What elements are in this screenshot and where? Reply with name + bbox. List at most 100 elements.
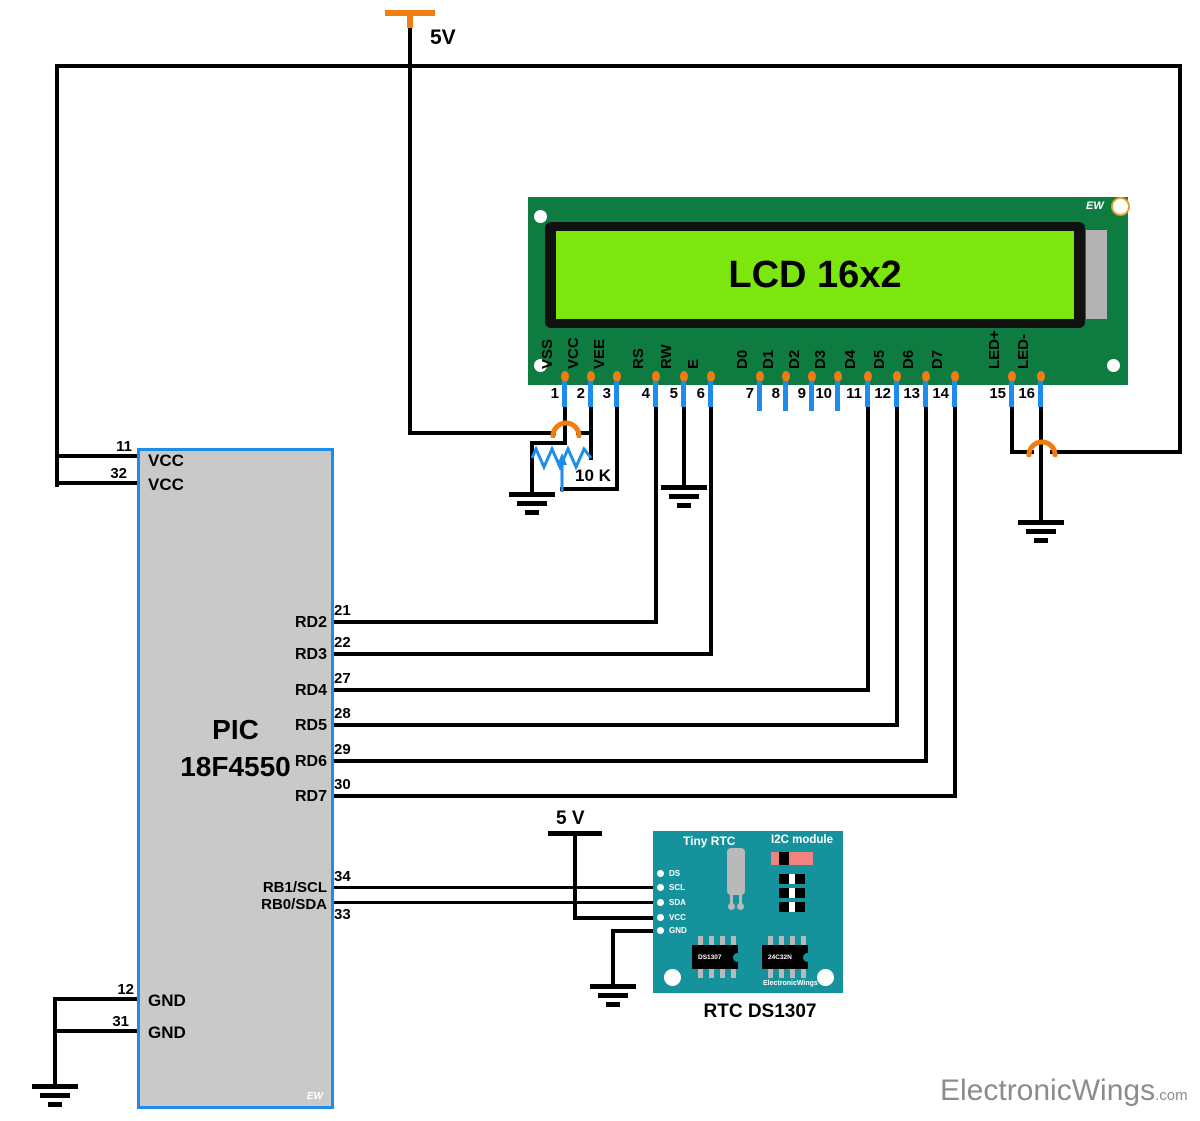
wire-rd6-h [328, 759, 928, 763]
lcd-title: LCD 16x2 [728, 253, 902, 296]
wire-ledplus-h1 [1012, 450, 1034, 454]
label-pot-value: 10 K [575, 466, 611, 485]
wire-e-v [709, 407, 713, 656]
pic-pin-number: 30 [334, 776, 351, 793]
ic-pin [709, 936, 714, 945]
pic-pin-label: RD4 [294, 682, 327, 699]
pic-pin-number: 11 [116, 438, 132, 455]
pic-pin-label: RD2 [294, 614, 327, 631]
pin-node-icon [808, 371, 816, 382]
lcd-pin-label: VEE [591, 338, 608, 369]
lcd-pin-label: VSS [539, 338, 556, 369]
pin-stub [809, 381, 814, 411]
crystal-leg [730, 893, 733, 906]
wire-rd5-h [328, 723, 899, 727]
pic-pin-label: GND [148, 1023, 186, 1042]
lcd-brand-ew: EW [1086, 200, 1104, 212]
pic-pin-number: 29 [334, 741, 351, 758]
solder-pad [795, 902, 805, 912]
ground-icon [661, 485, 707, 509]
wire-5v-main-h1 [408, 431, 556, 435]
wire-gnd31-h [53, 1029, 139, 1033]
lcd-pin-label: D4 [842, 349, 859, 369]
lcd-pin-number: 6 [696, 385, 705, 402]
lcd-pin-label: RW [658, 344, 675, 369]
wire-ledplus-h2 [1050, 450, 1182, 454]
lcd-pin-number: 11 [846, 385, 862, 402]
wire-rd3-h [328, 652, 713, 656]
pin-node-icon [951, 371, 959, 382]
lcd-pin-number: 13 [903, 385, 920, 402]
pin-stub [708, 381, 713, 407]
pic-pin-number: 34 [334, 868, 351, 885]
ground-icon [32, 1084, 78, 1108]
solder-pad [789, 874, 795, 884]
mount-hole-icon [664, 969, 681, 986]
pic-pin-label: RB0/SDA [261, 896, 327, 913]
pin-stub [894, 381, 899, 407]
potentiometer-10k [530, 445, 593, 492]
watermark: ElectronicWings .com [940, 1074, 1188, 1108]
wire-right-rail [1178, 64, 1182, 454]
power-bar-icon [385, 10, 435, 16]
rtc-brand: ElectronicWings [763, 980, 818, 987]
wire-gnd-left-v [53, 997, 57, 1086]
mount-hole-icon [817, 969, 834, 986]
lcd-pin-label: D1 [760, 349, 777, 369]
pin-stub [783, 381, 788, 411]
watermark-main: ElectronicWings [940, 1074, 1156, 1107]
pic-pin-label: RD7 [294, 788, 327, 805]
ic-ds1307: DS1307 [692, 945, 742, 969]
pin-node-icon [587, 371, 595, 382]
wire-sda-h [328, 901, 657, 904]
wire-scl-h [328, 886, 657, 889]
mount-hole-icon [534, 210, 547, 223]
pin-stub [562, 381, 567, 407]
lcd-pin-number: 4 [641, 385, 650, 402]
crystal-icon [727, 848, 745, 895]
lcd-connector-tab [1086, 230, 1107, 319]
pin-node-icon [1037, 371, 1045, 382]
pin-stub [653, 381, 658, 407]
pic-pin-label: RD3 [294, 646, 327, 663]
wire-vee-h [560, 487, 619, 491]
pic-pin-number: 22 [334, 634, 351, 651]
wire-rs-v [654, 407, 658, 624]
lcd-pin-label: LED+ [986, 330, 1003, 369]
solder-pad [789, 902, 795, 912]
lcd-screen: LCD 16x2 [556, 231, 1074, 319]
solder-pad [795, 874, 805, 884]
mount-hole-icon [1113, 199, 1128, 214]
pic-brand-ew: EW [306, 1091, 323, 1102]
ic-ds1307-label: DS1307 [698, 954, 722, 961]
lcd-pin-number: 16 [1018, 385, 1035, 402]
crystal-leg [739, 893, 742, 906]
ic-pin [801, 936, 806, 945]
lcd-pin-label: D5 [871, 349, 888, 369]
lcd-pin-number: 5 [669, 385, 678, 402]
lcd-pin-label: LED- [1015, 334, 1032, 369]
lcd-pin-label: D7 [929, 349, 946, 369]
pin-stub [757, 381, 762, 411]
rtc-pin-label: GND [669, 926, 687, 935]
lcd-board: EW LCD 16x2 [528, 197, 1128, 385]
pic-pin-label: RD6 [294, 753, 327, 770]
lcd-pin-number: 8 [771, 385, 780, 402]
pic-pin-label: VCC [148, 475, 184, 494]
solder-pad [779, 888, 789, 898]
wire-rw-v [682, 407, 686, 485]
ground-icon [590, 984, 636, 1008]
lcd-pin-label: D6 [900, 349, 917, 369]
lcd-pin-number: 14 [932, 385, 949, 402]
pin-stub [835, 381, 840, 411]
lcd-pin-number: 2 [576, 385, 585, 402]
wire-d6-v [924, 407, 928, 763]
wire-vcc2-v [589, 407, 593, 460]
wire-5v-main-v [408, 26, 412, 435]
crystal-leg-dot [728, 903, 735, 910]
rtc-title-left: Tiny RTC [683, 834, 736, 848]
rtc-caption: RTC DS1307 [703, 1001, 817, 1022]
wire-vss-v [563, 407, 567, 445]
pin-stub [1009, 381, 1014, 407]
ic-pin [801, 969, 806, 978]
